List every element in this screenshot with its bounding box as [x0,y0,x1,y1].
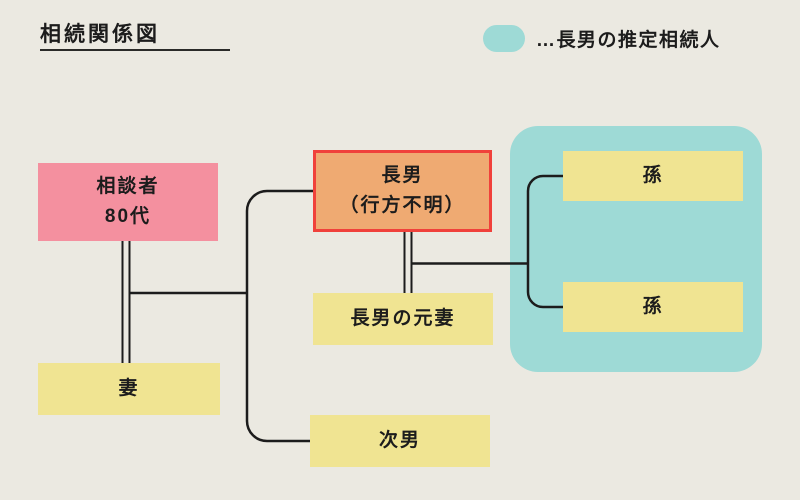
node-eldest-son-ex-wife: 長男の元妻 [313,293,493,345]
node-grandchild-1: 孫 [563,151,743,201]
legend-label: …長男の推定相続人 [536,30,721,51]
second-son-label: 次男 [378,430,421,451]
presumed-heir-swatch-icon [483,25,525,52]
ex-wife-label: 長男の元妻 [350,308,456,329]
eldest-son-label: 長男 [381,165,424,186]
node-wife: 妻 [38,363,220,415]
title-underline [40,49,230,51]
consultant-name: 相談者 [96,176,160,197]
eldest-son-status: （行方不明） [339,195,466,216]
children-bracket [245,189,313,443]
node-consultant: 相談者 80代 [38,163,218,241]
node-second-son: 次男 [310,415,490,467]
legend: …長男の推定相続人 [483,25,721,52]
grandchild-2-label: 孫 [642,296,664,317]
node-eldest-son-missing: 長男 （行方不明） [313,150,492,232]
wife-label: 妻 [118,378,140,399]
grandchildren-bracket [526,174,563,309]
grandchild-1-label: 孫 [642,165,664,186]
page-title: 相続関係図 [40,23,160,46]
consultant-age: 80代 [104,206,152,227]
node-grandchild-2: 孫 [563,282,743,332]
